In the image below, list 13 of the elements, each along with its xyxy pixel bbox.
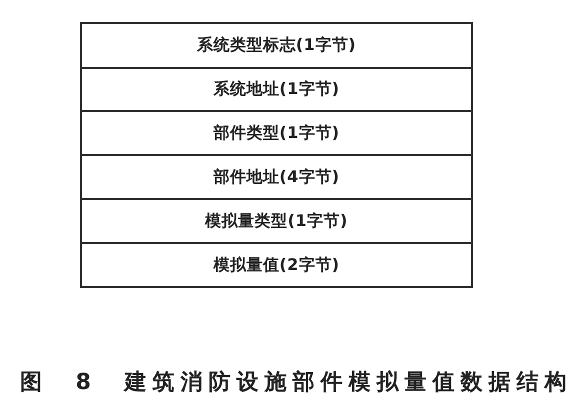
field-box bbox=[80, 198, 473, 244]
field-label: 模拟量值(2字节) bbox=[213, 254, 340, 276]
field-label: 系统地址(1字节) bbox=[213, 79, 340, 100]
field-label: 部件地址(4字节) bbox=[213, 166, 340, 188]
field-box bbox=[80, 242, 473, 288]
field-box bbox=[80, 67, 473, 112]
field-box bbox=[80, 22, 473, 69]
field-label: 系统类型标志(1字节) bbox=[196, 35, 356, 56]
field-box bbox=[80, 154, 473, 200]
field-box bbox=[80, 110, 473, 156]
field-label: 模拟量类型(1字节) bbox=[205, 210, 348, 232]
figure-caption: 图 8 建筑消防设施部件模拟量值数据结构 bbox=[20, 369, 573, 397]
field-label: 部件类型(1字节) bbox=[213, 122, 340, 144]
